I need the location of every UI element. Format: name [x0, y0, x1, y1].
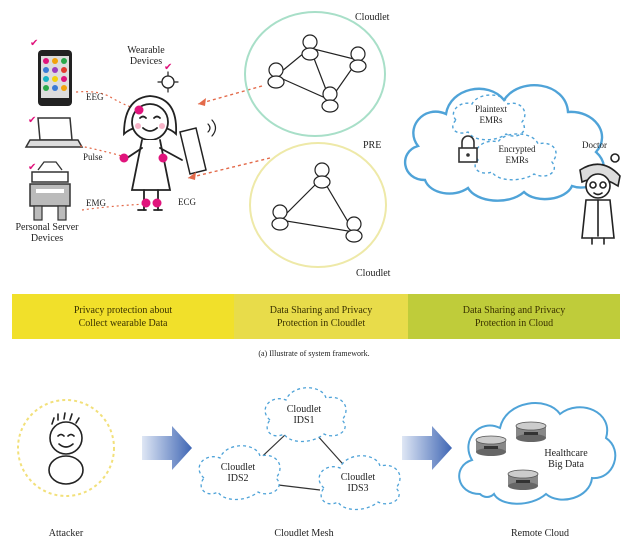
doctor-label: Doctor — [582, 140, 607, 150]
lock-icon — [458, 135, 478, 163]
database-disk-icon — [475, 435, 507, 456]
smartphone-icon — [38, 50, 72, 106]
attacker-label: Attacker — [48, 528, 84, 539]
arrow-head-icon — [188, 172, 196, 180]
check-mark-icon: ✔ — [164, 62, 172, 73]
cloudlet-mesh-label: Cloudlet Mesh — [274, 528, 334, 539]
pre-label: PRE — [363, 140, 382, 151]
data-upload-arrows — [187, 85, 271, 179]
arrow-to-remote-cloud — [402, 426, 452, 470]
remote-cloud-shape — [458, 402, 617, 505]
ids3-cloud — [318, 455, 401, 511]
check-mark-icon: ✔ — [28, 115, 36, 126]
pulse-label: Pulse — [83, 152, 103, 162]
encrypted-bubble — [474, 133, 557, 181]
cloudlet-bottom-network — [278, 177, 356, 233]
cloudlet-top-circle — [244, 11, 386, 137]
check-mark-icon: ✔ — [28, 162, 36, 173]
plaintext-bubble — [452, 94, 526, 141]
wearable-user-figure — [123, 71, 217, 211]
attacker-icon — [48, 412, 84, 485]
laptop-icon — [24, 117, 84, 148]
emg-label: EMG — [86, 198, 106, 208]
check-mark-icon: ✔ — [30, 38, 38, 49]
body-sensor-dots — [119, 105, 168, 208]
remote-cloud-label: Remote Cloud — [510, 528, 570, 539]
attacker-circle — [17, 399, 115, 497]
figure-caption: (a) Illustrate of system framework. — [258, 349, 370, 358]
cloudlet-top-nodes — [267, 34, 367, 113]
arrow-to-cloudlet-mesh — [142, 426, 192, 470]
ecg-label: ECG — [178, 197, 196, 207]
doctor-figure — [579, 153, 621, 245]
cloudlet-top-label: Cloudlet — [355, 12, 390, 23]
cloudlet-bottom-nodes — [271, 162, 363, 243]
database-disk-icon — [515, 421, 547, 442]
cloud-shape — [403, 84, 605, 202]
server-robot-icon — [29, 161, 71, 221]
ids1-cloud — [264, 387, 347, 443]
database-disk-icon — [507, 469, 539, 490]
eeg-label: EEG — [86, 92, 104, 102]
arrow-head-icon — [198, 98, 206, 106]
cloudlet-bottom-label: Cloudlet — [356, 268, 391, 279]
ids2-cloud — [198, 445, 281, 501]
sensor-connectors — [75, 91, 147, 211]
cloudlet-bottom-circle — [249, 142, 387, 268]
